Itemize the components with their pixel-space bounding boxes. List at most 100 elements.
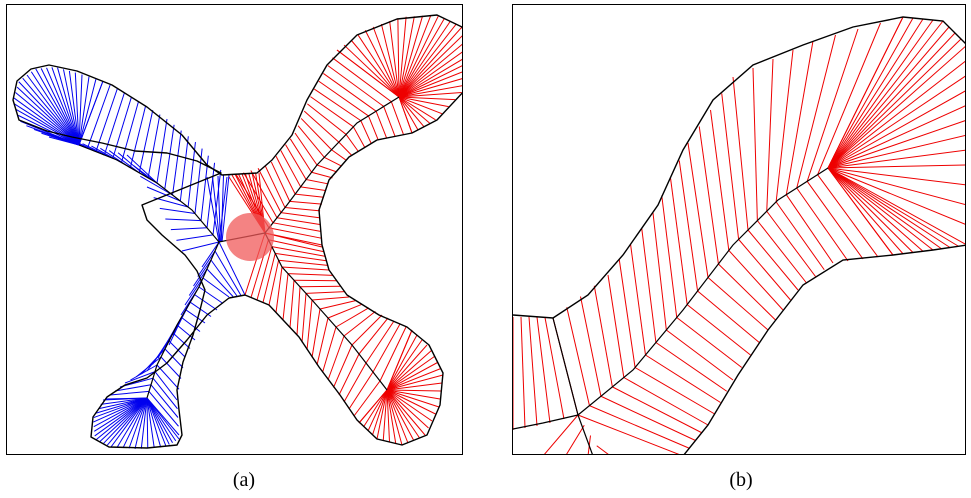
blue-rib [104,397,148,400]
shape-outline [683,244,965,454]
red-rib [678,160,699,292]
red-rib [398,96,413,134]
blue-rib [201,241,220,268]
blue-fan-ray [146,397,167,447]
red-fan-ray [398,43,462,98]
blue-fan-ray [18,81,80,146]
blue-rib [160,356,182,379]
blue-rib [202,277,230,298]
blue-fan-ray [35,68,80,146]
diagram-a [12,14,462,449]
red-rib [280,212,320,219]
red-rib [600,395,696,441]
blue-rib [214,250,242,296]
red-rib [268,260,280,306]
red-fan-ray [398,96,430,124]
red-rib [775,201,825,271]
red-rib [589,405,690,449]
blue-fan-ray [93,397,148,419]
red-rib [785,40,814,195]
red-rib [386,329,413,391]
red-rib [275,266,283,313]
blue-rib [220,175,224,243]
red-fan-ray [827,26,950,169]
red-rib [655,342,728,392]
blue-rib [165,218,202,222]
red-fan-ray [827,17,914,169]
red-fan-ray [386,362,438,391]
blue-fan-ray [140,397,148,449]
red-rib [618,259,636,368]
blue-rib [108,150,140,174]
blue-fan-ray [94,397,148,437]
red-fan-ray [398,16,415,98]
red-rib [287,273,334,276]
red-rib [332,57,392,103]
red-fan-ray [398,16,407,98]
red-rib [661,195,678,318]
red-fan-ray [386,389,426,436]
red-rib [327,335,345,381]
red-fan-ray [382,389,388,441]
shape-outline [513,16,965,319]
red-rib [353,380,381,417]
red-fan-ray [386,374,444,391]
red-rib [358,317,389,355]
red-rib [645,354,721,403]
red-rib [327,65,385,107]
red-fan-ray [398,65,462,98]
red-rib [390,101,405,135]
red-rib [243,172,274,224]
red-fan-ray [398,96,425,127]
red-rib [372,323,401,373]
red-fan-ray [827,19,934,169]
skeleton-branch [577,167,829,416]
red-fan-ray [343,44,400,98]
red-rib [817,174,879,258]
red-rib [299,285,342,288]
red-rib [275,252,327,262]
red-rib [268,227,322,239]
blue-fan-ray [146,397,162,448]
red-fan-ray [398,21,451,98]
red-fan-ray [827,38,962,169]
red-rib [796,187,849,262]
red-rib [345,134,359,152]
red-fan-ray [386,368,441,391]
red-fan-ray [827,167,965,245]
red-fan-ray [398,96,436,121]
blue-rib [193,259,212,287]
red-rib [634,367,715,415]
red-rib [270,161,291,202]
red-fan-ray [386,389,442,392]
shape-outline [12,14,462,449]
red-rib [827,167,894,256]
red-rib [686,304,751,356]
blue-fan-ray [78,78,97,146]
blue-rib [150,384,179,418]
red-rib [281,266,330,271]
red-rib [747,229,799,291]
blue-fan-ray [78,76,90,146]
red-rib [311,171,333,179]
red-fan-ray [398,96,419,130]
blue-fan-ray [93,397,148,423]
red-fan-ray [386,389,429,429]
red-rib [623,377,709,426]
red-fan-ray [350,39,400,98]
red-fan-ray [386,334,418,391]
blue-fan-ray [62,69,80,146]
red-fan-ray [398,15,432,98]
red-rib [335,307,370,328]
red-rib [707,277,769,331]
red-rib [284,207,321,212]
red-fan-ray [827,46,965,169]
blue-rib [95,88,118,152]
blue-rib [114,384,152,392]
red-fan-ray [827,167,951,248]
red-rib [710,109,730,251]
red-rib [300,118,332,151]
red-rib [687,142,709,278]
red-fan-ray [398,71,462,98]
red-rib [641,228,657,343]
